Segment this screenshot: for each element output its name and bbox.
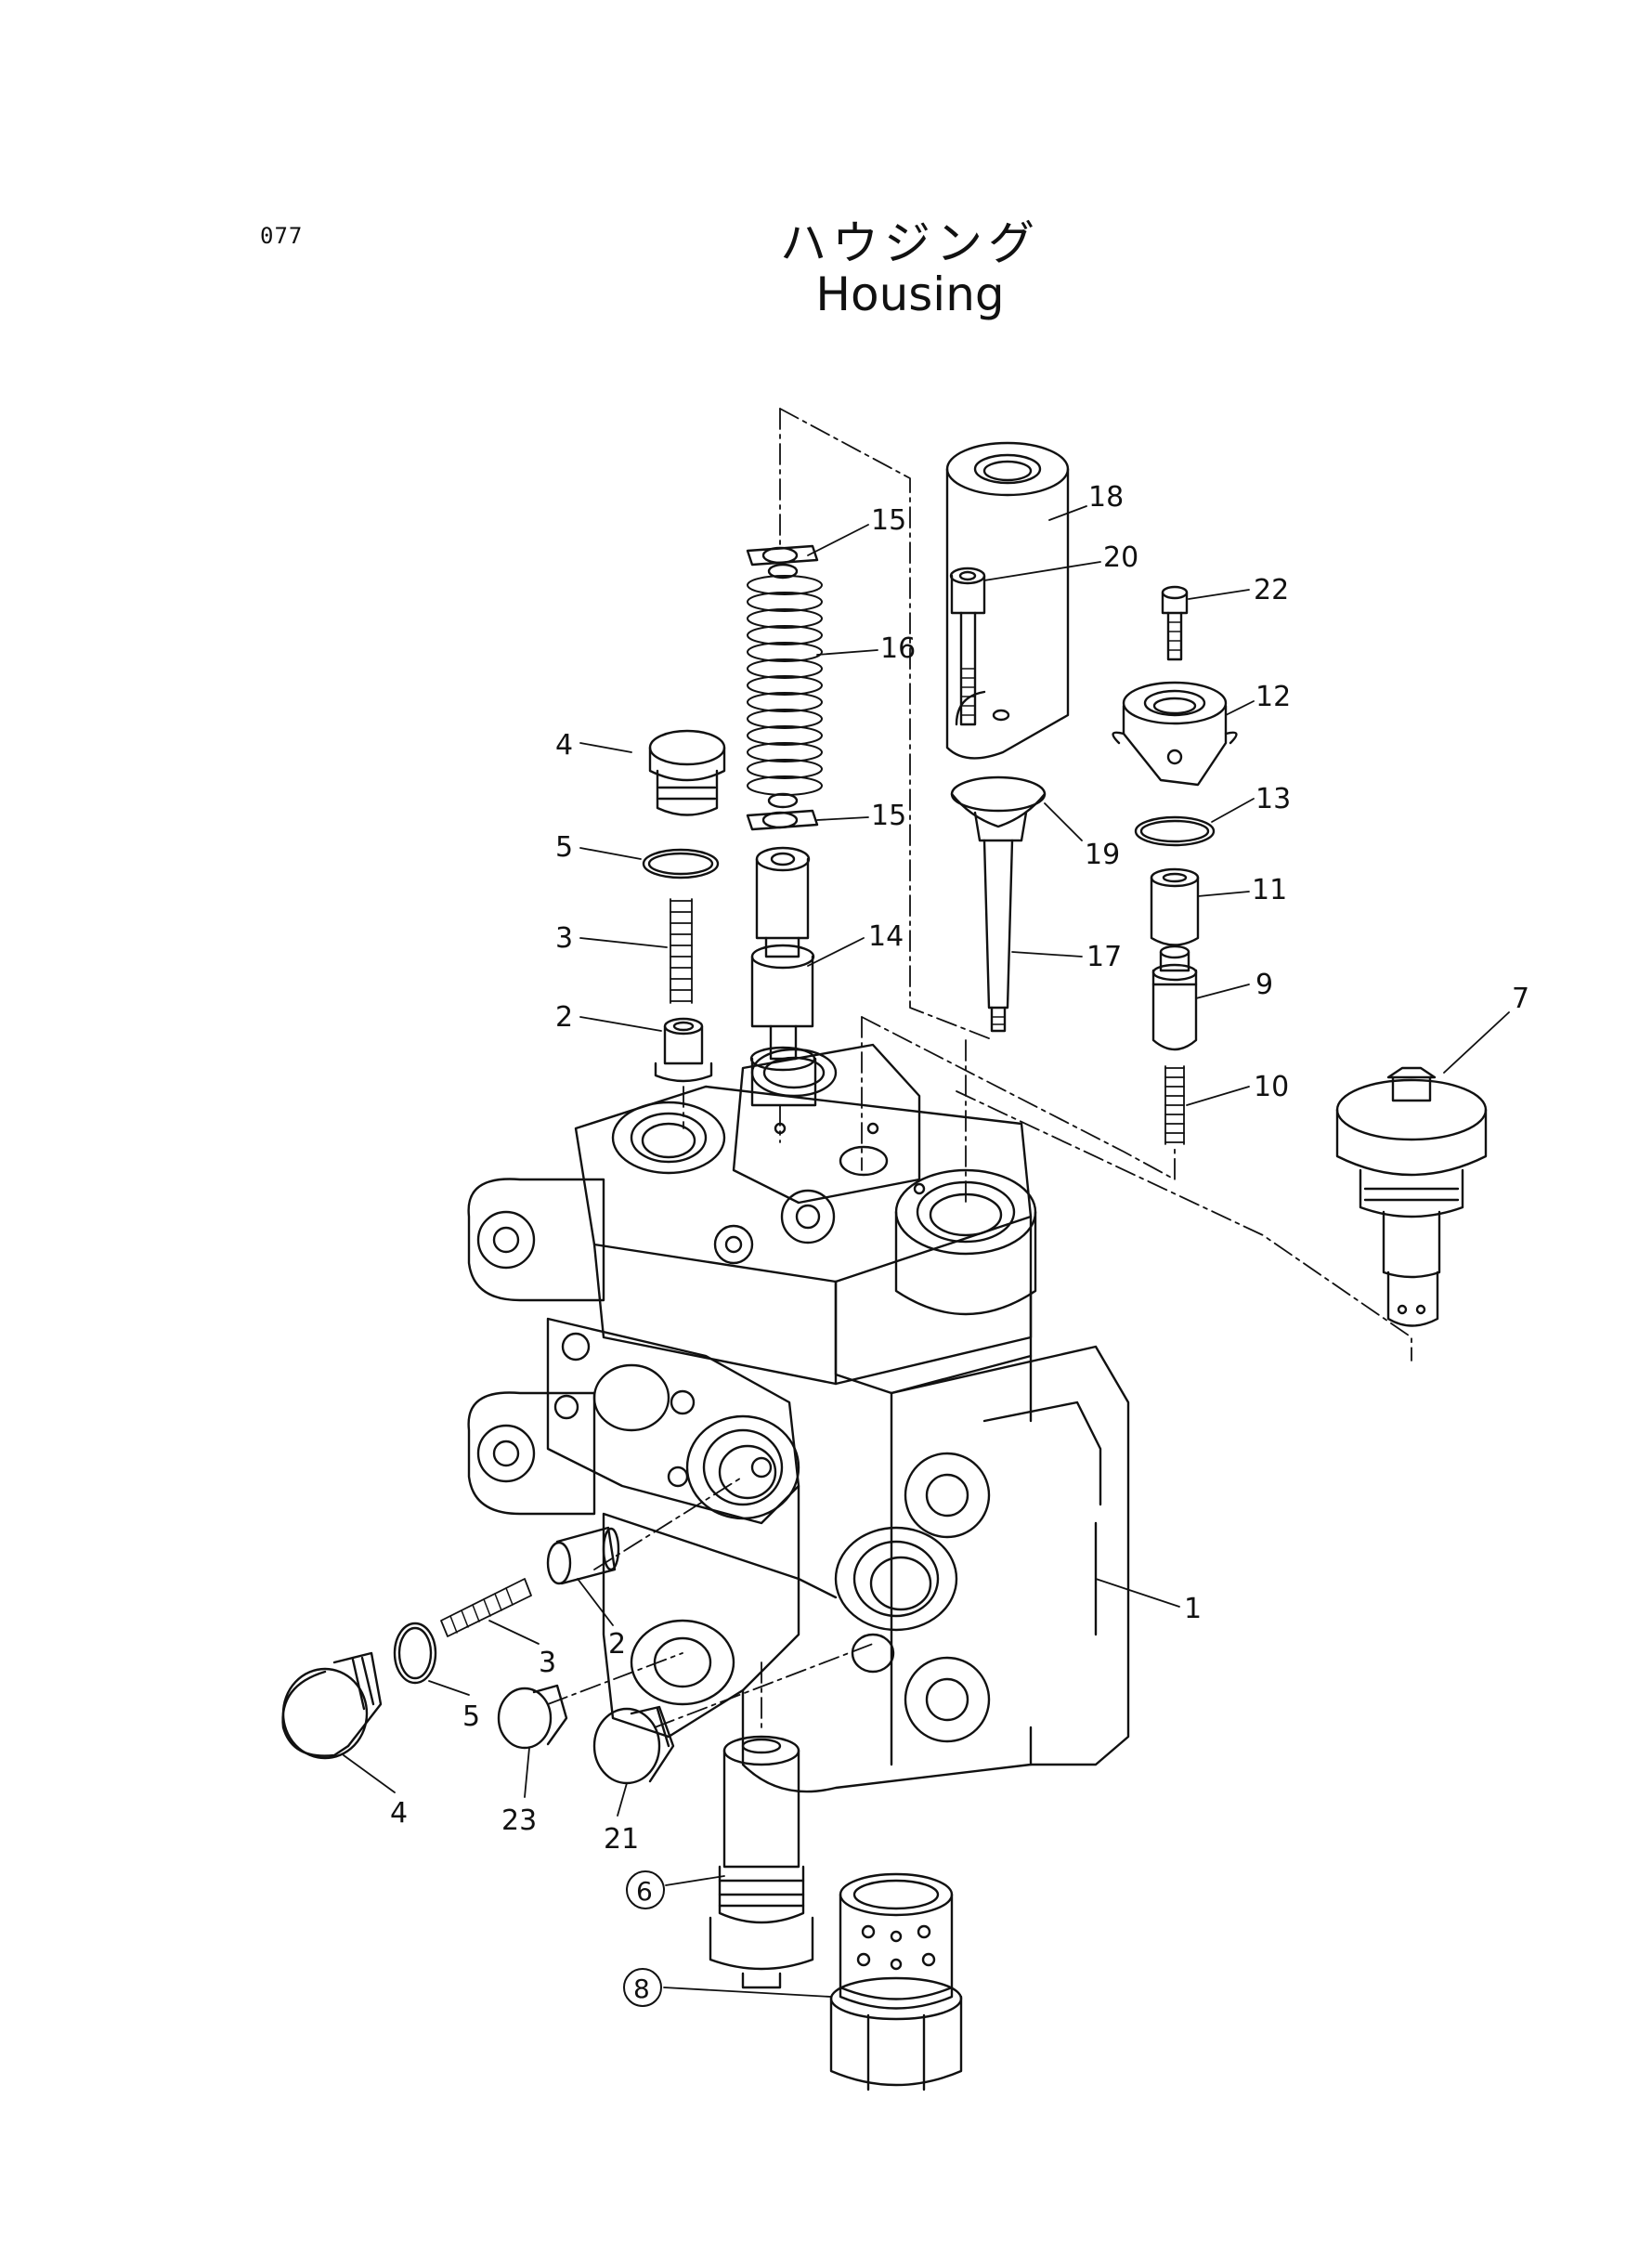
callout-16: 16: [880, 632, 916, 665]
callout-7: 7: [1512, 983, 1529, 1015]
callout-22: 22: [1254, 574, 1289, 606]
page-title-japanese: ハウジング: [780, 216, 1040, 270]
callout-11: 11: [1252, 874, 1287, 906]
callout-6: 6: [636, 1876, 653, 1907]
assembly-lines: [547, 408, 1412, 1733]
callout-15-top: 15: [871, 504, 906, 537]
housing-body: [467, 1043, 1130, 1793]
callout-labels: 15 16 15 14 18 20 19 17 22 12 13 11 9 10…: [390, 481, 1529, 2007]
leader-lines: [343, 505, 1510, 1998]
callout-1: 1: [1184, 1593, 1202, 1625]
callout-19: 19: [1085, 839, 1120, 871]
callout-14: 14: [868, 920, 904, 953]
callout-5-lower: 5: [462, 1700, 480, 1733]
page-title-english: Housing: [815, 267, 1005, 321]
callout-8: 8: [633, 1974, 650, 2004]
valve-stack: [746, 544, 823, 1107]
callout-4-top: 4: [555, 729, 573, 762]
callout-15-bottom: 15: [871, 800, 906, 832]
left-top-parts: [642, 729, 726, 1083]
callout-9: 9: [1255, 969, 1273, 1001]
callout-10: 10: [1254, 1071, 1289, 1103]
callout-2-top: 2: [555, 1001, 573, 1034]
callout-3-top: 3: [555, 922, 573, 955]
callout-2-lower: 2: [608, 1628, 626, 1661]
callout-3-lower: 3: [539, 1647, 556, 1679]
left-lower-parts: [281, 1526, 675, 1785]
relief-valve-7: [1335, 1066, 1488, 1327]
callout-6-circled: 6: [626, 1870, 665, 1909]
callout-4-lower: 4: [390, 1797, 408, 1830]
callout-12: 12: [1255, 681, 1291, 713]
right-column-parts: [1112, 585, 1238, 1145]
callout-17: 17: [1086, 941, 1122, 973]
callout-8-circled: 8: [623, 1968, 662, 2007]
callout-13: 13: [1255, 783, 1291, 815]
callout-5-top: 5: [555, 831, 573, 864]
callout-21: 21: [604, 1823, 639, 1856]
callout-18: 18: [1088, 481, 1124, 514]
bottom-parts: [709, 1735, 963, 2091]
callout-20: 20: [1103, 541, 1138, 574]
block-18: [945, 441, 1070, 1033]
callout-23: 23: [501, 1804, 537, 1837]
page-number: 077: [260, 223, 304, 249]
